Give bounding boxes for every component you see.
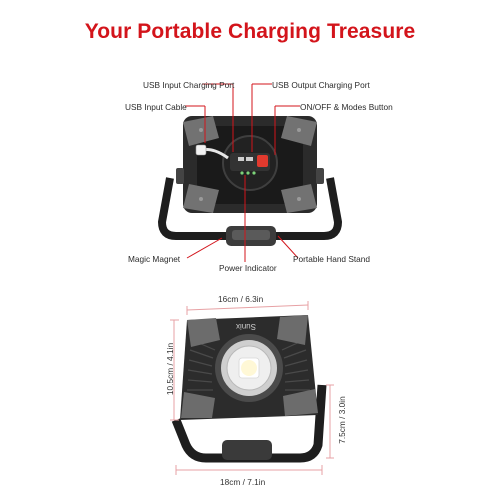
dimension-lines (170, 301, 334, 475)
label-hand-stand: Portable Hand Stand (293, 254, 371, 264)
label-onoff-button: ON/OFF & Modes Button (300, 102, 393, 112)
back-view-light (158, 116, 342, 246)
brand-logo: Sunix (236, 322, 257, 331)
power-indicator (240, 171, 244, 175)
label-usb-input-cable: USB Input Cable (125, 102, 187, 112)
dim-top-width: 16cm / 6.3in (218, 294, 264, 304)
onoff-button (257, 155, 268, 167)
dim-right-height: 7.5cm / 3.0in (337, 396, 347, 444)
page-title: Your Portable Charging Treasure (84, 20, 416, 43)
front-magnet-base (222, 440, 272, 460)
dim-bottom-width: 18cm / 7.1in (220, 477, 266, 487)
label-power-indicator: Power Indicator (219, 263, 277, 273)
leader-lines (185, 83, 300, 262)
label-usb-input-port: USB Input Charging Port (143, 80, 235, 90)
label-magic-magnet: Magic Magnet (128, 254, 181, 264)
usb-output-port (246, 157, 253, 161)
front-view-light (171, 315, 327, 463)
usb-input-port (238, 157, 244, 161)
led-chip (241, 360, 257, 376)
dim-left-height: 10.5cm / 4.1in (165, 342, 175, 396)
label-usb-output-port: USB Output Charging Port (272, 80, 370, 90)
